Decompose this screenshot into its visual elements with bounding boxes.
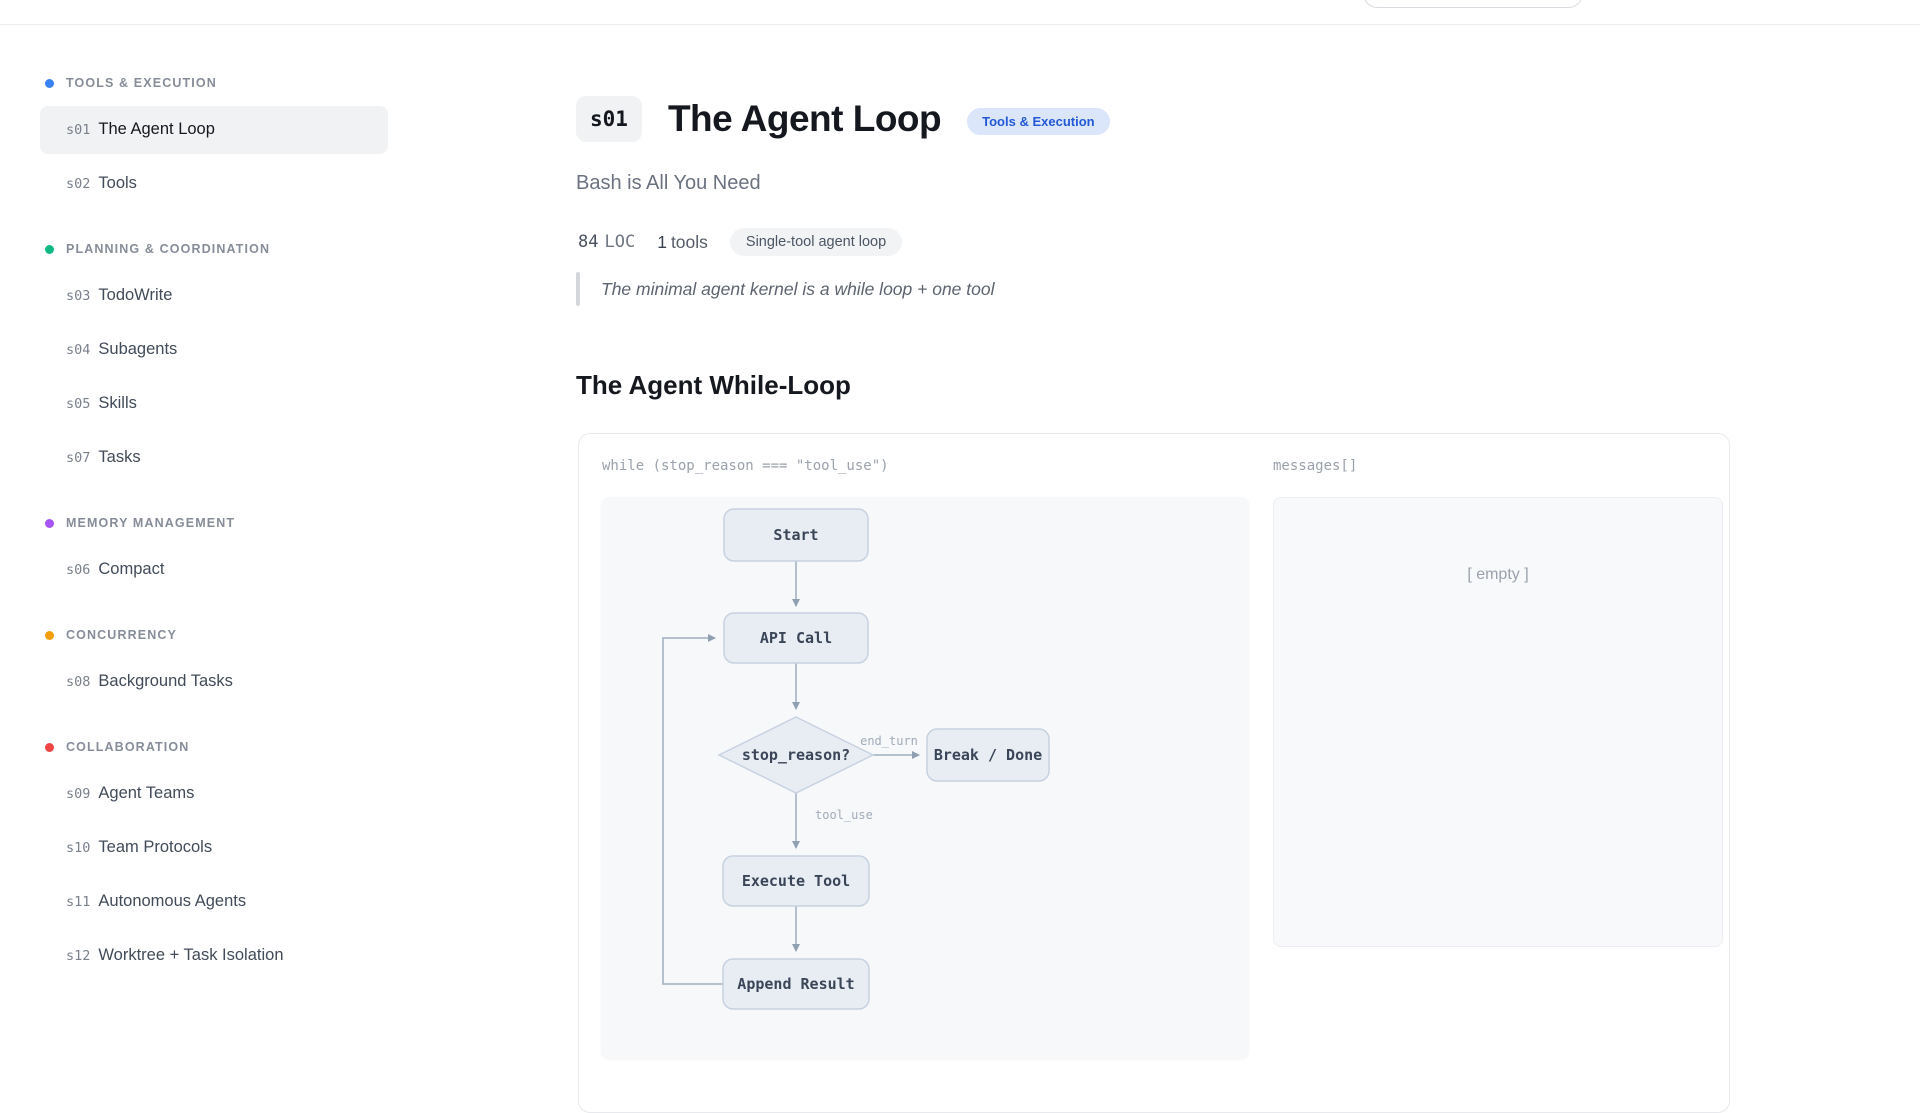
edge-loop-back-to-api	[662, 634, 723, 985]
item-number: s01	[66, 122, 91, 138]
sidebar-item-s11-autonomous-agents[interactable]: s11 Autonomous Agents	[40, 878, 388, 926]
item-label: Background Tasks	[98, 672, 233, 690]
sidebar-item-s07-tasks[interactable]: s07 Tasks	[40, 434, 388, 482]
tools-value: 1	[657, 231, 667, 252]
sidebar-item-s05-skills[interactable]: s05 Skills	[40, 380, 388, 428]
sidebar-item-s08-background-tasks[interactable]: s08 Background Tasks	[40, 658, 388, 706]
item-number: s08	[66, 674, 91, 690]
section-header: TOOLS & EXECUTION	[40, 76, 388, 90]
loc-value: 84	[578, 232, 599, 252]
section-label: COLLABORATION	[66, 740, 190, 754]
node-start	[723, 508, 869, 562]
agent-loop-flowchart: end_turn tool_use Start API Call stop_re…	[662, 508, 1050, 1010]
item-label: Tasks	[98, 448, 141, 466]
section-id-chip: s01	[576, 96, 642, 142]
edge-label-end-turn: end_turn	[860, 734, 918, 748]
page-subtitle: Bash is All You Need	[576, 172, 761, 194]
section-dot-icon	[45, 630, 54, 640]
section-dot-icon	[45, 78, 54, 88]
messages-empty-state: [ empty ]	[1467, 566, 1529, 583]
section-dot-icon	[45, 742, 54, 752]
sidebar-item-s12-worktree-task-isolation[interactable]: s12 Worktree + Task Isolation	[40, 932, 388, 980]
item-label: Subagents	[98, 340, 178, 358]
item-label: Compact	[98, 560, 165, 578]
section-label: TOOLS & EXECUTION	[66, 76, 217, 90]
item-number: s04	[66, 342, 91, 358]
section-header: PLANNING & COORDINATION	[40, 242, 388, 256]
sidebar-item-s01-the-agent-loop[interactable]: s01 The Agent Loop	[40, 106, 388, 154]
loc-unit: LOC	[604, 232, 636, 252]
while-loop-card: while (stop_reason === "tool_use") messa…	[578, 433, 1730, 1113]
blockquote-text: The minimal agent kernel is a while loop…	[601, 279, 995, 299]
pattern-tag-badge: Single-tool agent loop	[729, 228, 903, 256]
sidebar-section-concurrency: CONCURRENCY s08 Background Tasks	[40, 628, 388, 706]
sidebar-item-s02-tools[interactable]: s02 Tools	[40, 160, 388, 208]
section-label: MEMORY MANAGEMENT	[66, 516, 236, 530]
sidebar-item-s03-todowrite[interactable]: s03 TodoWrite	[40, 272, 388, 320]
node-stop-reason-label: stop_reason?	[742, 746, 850, 764]
tools-unit: tools	[670, 231, 708, 252]
node-stop-reason-decision	[717, 716, 875, 794]
item-label: Worktree + Task Isolation	[98, 946, 284, 964]
top-header-bar	[0, 0, 1920, 25]
while-loop-code-header: while (stop_reason === "tool_use")	[602, 458, 889, 474]
flowchart-panel: end_turn tool_use Start API Call stop_re…	[601, 497, 1249, 1059]
item-number: s09	[66, 786, 91, 802]
node-api-call	[723, 612, 869, 664]
sidebar-item-s04-subagents[interactable]: s04 Subagents	[40, 326, 388, 374]
sidebar-section-memory-management: MEMORY MANAGEMENT s06 Compact	[40, 516, 388, 594]
item-label: Team Protocols	[98, 838, 213, 856]
node-execute-tool-label: Execute Tool	[742, 872, 850, 890]
node-api-call-label: API Call	[760, 629, 832, 647]
sidebar-item-s06-compact[interactable]: s06 Compact	[40, 546, 388, 594]
edge-label-tool-use: tool_use	[815, 808, 873, 822]
item-number: s03	[66, 288, 91, 304]
item-label: The Agent Loop	[98, 120, 215, 138]
blockquote-bar	[576, 272, 580, 306]
item-number: s10	[66, 840, 91, 856]
item-label: Tools	[98, 174, 137, 192]
node-append-result-label: Append Result	[737, 975, 854, 993]
item-label: TodoWrite	[98, 286, 173, 304]
item-number: s11	[66, 894, 91, 910]
sidebar-section-collaboration: COLLABORATION s09 Agent Teams s10 Team Pro…	[40, 740, 388, 980]
item-label: Autonomous Agents	[98, 892, 247, 910]
item-number: s02	[66, 176, 91, 192]
sidebar-section-tools-execution: TOOLS & EXECUTION s01 The Agent Loop s02 T…	[40, 76, 388, 208]
category-badge: Tools & Execution	[967, 107, 1110, 135]
page-title: The Agent Loop	[667, 98, 942, 139]
item-number: s06	[66, 562, 91, 578]
item-label: Skills	[98, 394, 137, 412]
node-append-result	[722, 958, 870, 1010]
section-header: CONCURRENCY	[40, 628, 388, 642]
section-dot-icon	[45, 244, 54, 254]
section-label: PLANNING & COORDINATION	[66, 242, 271, 256]
sidebar-section-planning-coordination: PLANNING & COORDINATION s03 TodoWrite s04…	[40, 242, 388, 482]
search-input[interactable]	[1363, 0, 1583, 8]
node-start-label: Start	[773, 526, 818, 544]
node-break-done	[926, 728, 1050, 782]
summary-blockquote: The minimal agent kernel is a while loop…	[576, 272, 995, 306]
item-number: s05	[66, 396, 91, 412]
section-label: CONCURRENCY	[66, 628, 177, 642]
messages-panel: [ empty ]	[1273, 497, 1723, 947]
node-break-done-label: Break / Done	[934, 746, 1042, 764]
item-label: Agent Teams	[98, 784, 195, 802]
sidebar-item-s09-agent-teams[interactable]: s09 Agent Teams	[40, 770, 388, 818]
section-dot-icon	[45, 518, 54, 528]
messages-array-header: messages[]	[1273, 458, 1358, 474]
title-bar: s01 The Agent Loop Tools & Execution	[576, 96, 1110, 142]
section-header: COLLABORATION	[40, 740, 388, 754]
sidebar-item-s10-team-protocols[interactable]: s10 Team Protocols	[40, 824, 388, 872]
item-number: s12	[66, 948, 91, 964]
item-number: s07	[66, 450, 91, 466]
node-execute-tool	[722, 855, 870, 907]
section-heading: The Agent While-Loop	[576, 370, 851, 400]
section-header: MEMORY MANAGEMENT	[40, 516, 388, 530]
